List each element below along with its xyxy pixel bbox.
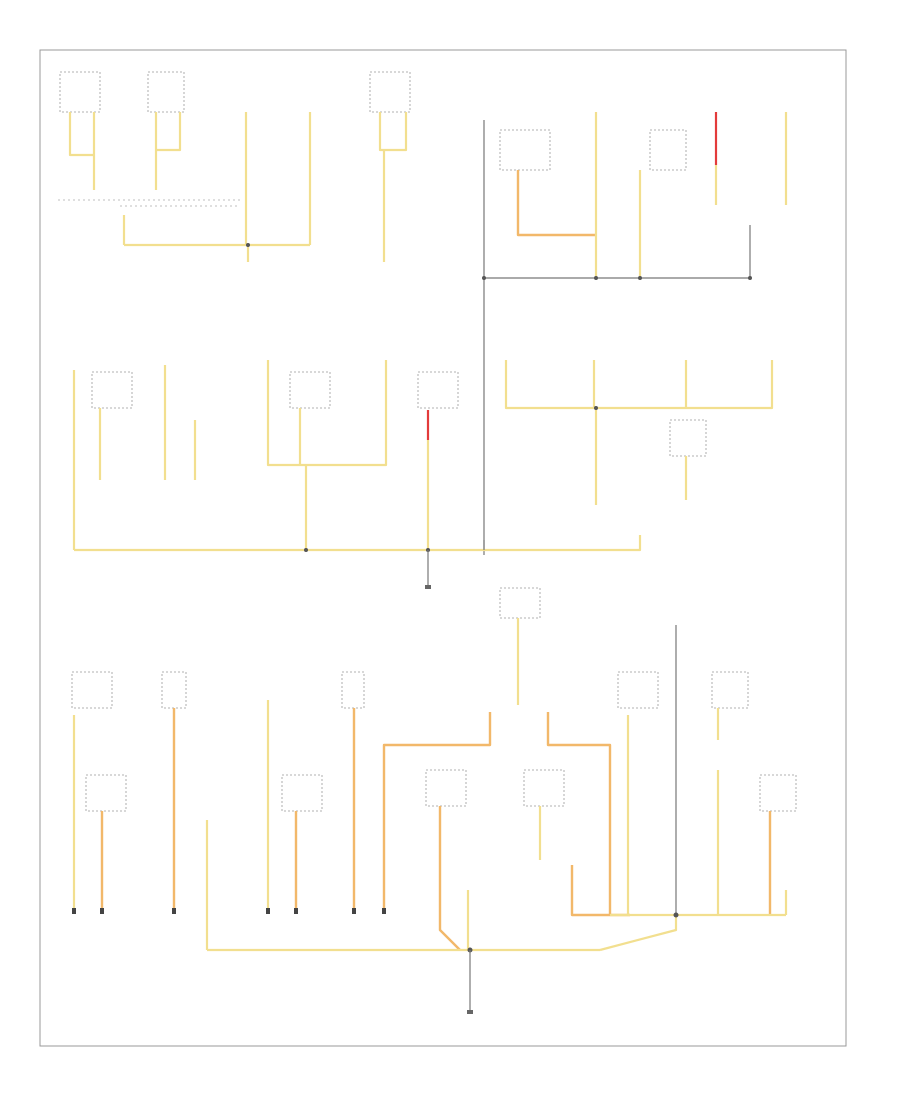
component-box	[281, 774, 323, 812]
component-box	[425, 769, 467, 807]
diagram-frame	[39, 49, 847, 1047]
ground-symbol	[467, 1010, 473, 1014]
splice-node	[638, 276, 642, 280]
terminal	[172, 908, 176, 914]
splice-node	[304, 548, 308, 552]
component-box	[85, 774, 127, 812]
terminal	[72, 908, 76, 914]
terminal	[266, 908, 270, 914]
component-box	[161, 671, 187, 709]
splice-node	[594, 276, 598, 280]
terminal	[352, 908, 356, 914]
terminal	[294, 908, 298, 914]
component-box	[523, 769, 565, 807]
terminal	[382, 908, 386, 914]
component-box	[341, 671, 365, 709]
component-box	[711, 671, 749, 709]
component-box	[759, 774, 797, 812]
ground-symbol	[425, 585, 431, 589]
component-box	[369, 71, 411, 113]
splice-node	[594, 406, 598, 410]
component-box	[417, 371, 459, 409]
splice-node	[482, 276, 486, 280]
component-box	[289, 371, 331, 409]
component-box	[617, 671, 659, 709]
terminal	[100, 908, 104, 914]
component-box	[669, 419, 707, 457]
splice-node	[748, 276, 752, 280]
top-section-wiring	[58, 71, 788, 555]
bottom-section-wiring	[71, 587, 797, 1014]
component-box	[147, 71, 185, 113]
component-box	[71, 671, 113, 709]
middle-section-wiring	[72, 360, 774, 589]
component-box	[649, 129, 687, 171]
splice-node	[246, 243, 250, 247]
component-box	[59, 71, 101, 113]
component-box	[499, 587, 541, 619]
component-box	[91, 371, 133, 409]
component-box	[499, 129, 551, 171]
splice-node	[673, 912, 679, 918]
